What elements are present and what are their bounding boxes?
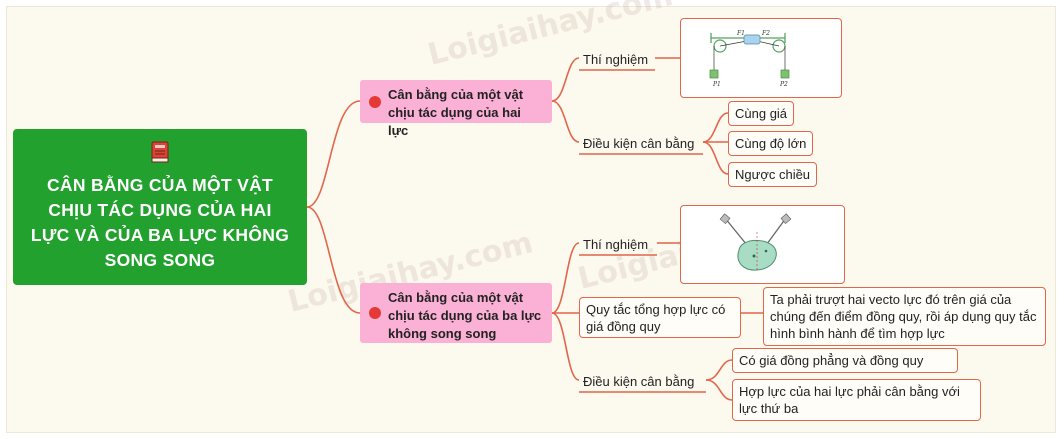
svg-text:F1: F1 [736,30,745,37]
svg-text:P1: P1 [712,81,721,88]
equilibrium-condition-text: Điều kiện cân bằng [583,136,695,151]
root-node[interactable]: CÂN BẰNG CỦA MỘT VẬT CHỊU TÁC DỤNG CỦA H… [13,129,307,285]
book-icon [151,141,169,163]
branch-title: Cân bằng của một vật chịu tác dụng của h… [388,87,524,138]
condition-text: Ngược chiều [735,167,811,182]
condition-text: Có giá đồng phẳng và đồng quy [739,353,924,368]
experiment-image-three-forces [680,205,845,284]
svg-text:F2: F2 [761,30,770,37]
condition-same-magnitude[interactable]: Cùng độ lớn [728,131,814,156]
condition-coplanar-concurrent[interactable]: Có giá đồng phẳng và đồng quy [732,348,958,373]
condition-text: Cùng giá [735,106,788,121]
equilibrium-condition-label[interactable]: Điều kiện cân bằng [579,132,698,155]
branch-marker-dot [369,307,381,319]
experiment-label[interactable]: Thí nghiệm [579,48,655,71]
concurrent-force-rule-text[interactable]: Ta phải trượt hai vecto lực đó trên giá … [763,287,1046,346]
branch-three-forces[interactable]: Cân bằng của một vật chịu tác dụng của b… [360,283,552,343]
concurrent-force-rule-label[interactable]: Quy tắc tổng hợp lực có giá đồng quy [579,297,741,338]
three-forces-plate-illustration [719,213,792,272]
branch-marker-dot [369,95,381,108]
rule-label-text: Quy tắc tổng hợp lực có giá đồng quy [586,302,726,334]
experiment-label-text: Thí nghiệm [583,237,649,252]
rule-description: Ta phải trượt hai vecto lực đó trên giá … [770,292,1037,341]
condition-same-line[interactable]: Cùng giá [728,101,795,126]
equilibrium-condition-text: Điều kiện cân bằng [583,374,695,389]
two-forces-apparatus-illustration: F1 F2 P1 P2 [709,30,790,88]
experiment-label-text: Thí nghiệm [583,52,649,67]
branch-title: Cân bằng của một vật chịu tác dụng của b… [388,290,542,341]
experiment-label[interactable]: Thí nghiệm [579,233,652,256]
condition-text: Hợp lực của hai lực phải cân bằng với lự… [739,384,960,416]
svg-text:P2: P2 [779,81,788,88]
root-title: CÂN BẰNG CỦA MỘT VẬT CHỊU TÁC DỤNG CỦA H… [30,175,290,270]
condition-opposite-direction[interactable]: Ngược chiều [728,162,818,187]
experiment-image-two-forces: F1 F2 P1 P2 [680,18,842,98]
branch-two-forces[interactable]: Cân bằng của một vật chịu tác dụng của h… [360,80,552,138]
condition-resultant-balances-third[interactable]: Hợp lực của hai lực phải cân bằng với lự… [732,379,981,421]
condition-text: Cùng độ lớn [735,136,807,151]
equilibrium-condition-label[interactable]: Điều kiện cân bằng [579,370,698,393]
